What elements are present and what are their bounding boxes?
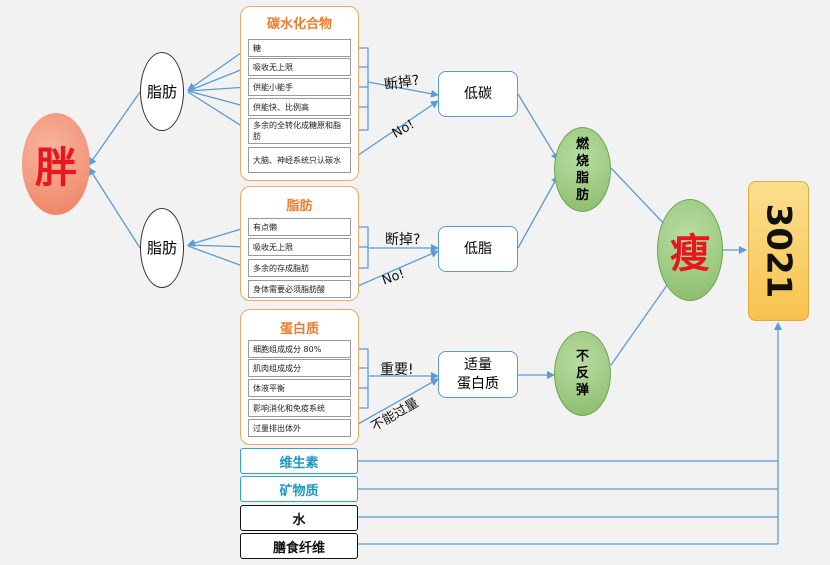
cut-label-fat: 断掉? [385, 232, 421, 248]
result-text-wrap: 3021 [748, 181, 809, 321]
mineral-box: 矿物质 [240, 476, 358, 502]
lipid-item: 有点懒 [248, 218, 351, 236]
carb-item: 供能快、比例高 [248, 98, 351, 116]
lipid-item: 身体需要必须脂肪酸 [248, 280, 351, 298]
low-fat-label: 低脂 [464, 240, 492, 257]
no-rebound-node: 不反弹 [554, 331, 611, 416]
result-node [748, 181, 809, 321]
fiber-box: 膳食纤维 [240, 533, 358, 559]
thin-node: 瘦 [657, 199, 723, 301]
low-carb-node: 低碳 [438, 71, 518, 117]
lipid-item: 吸收无上限 [248, 238, 351, 256]
carb-item: 供能小能手 [248, 78, 351, 96]
protein-item: 体液平衡 [248, 379, 351, 397]
fat-source-label-top: 脂肪 [146, 82, 177, 101]
fiber-label: 膳食纤维 [272, 540, 325, 556]
fat-label: 胖 [34, 142, 77, 192]
protein-title: 蛋白质 [279, 322, 319, 337]
lipid-item: 多余的存成脂肪 [248, 259, 351, 277]
carb-item: 大脑、神经系统只认碳水 [248, 147, 351, 173]
thin-label: 瘦 [670, 231, 710, 277]
lipid-title: 脂肪 [286, 199, 313, 214]
vitamin-label: 维生素 [279, 455, 319, 471]
fat-source-oval-bottom: 脂肪 [140, 208, 184, 288]
burn-fat-node: 燃烧脂肪 [554, 127, 611, 212]
low-fat-node: 低脂 [438, 226, 518, 272]
protein-item: 影响消化和免疫系统 [248, 399, 351, 417]
protein-item: 细胞组成成分 80% [248, 340, 351, 358]
fat-node: 胖 [22, 113, 90, 215]
fat-source-oval-top: 脂肪 [140, 52, 184, 131]
carb-item: 多余的全转化成糖原和脂肪 [248, 118, 351, 144]
carb-item: 吸收无上限 [248, 58, 351, 76]
water-box: 水 [240, 505, 358, 531]
no-rebound-label: 不反弹 [575, 349, 589, 398]
protein-node-label: 适量 蛋白质 [457, 356, 499, 392]
protein-node: 适量 蛋白质 [438, 351, 518, 398]
mineral-label: 矿物质 [279, 483, 319, 499]
result-label: 3021 [758, 203, 799, 299]
important-label: 重要! [380, 362, 414, 378]
carb-title: 碳水化合物 [266, 17, 332, 32]
low-carb-label: 低碳 [464, 85, 492, 102]
protein-item: 肌肉组成成分 [248, 359, 351, 377]
burn-fat-label: 燃烧脂肪 [575, 136, 589, 203]
carb-item: 糖 [248, 39, 351, 57]
vitamin-box: 维生素 [240, 448, 358, 474]
water-label: 水 [292, 512, 306, 528]
protein-item: 过量排出体外 [248, 419, 351, 437]
fat-source-label-bottom: 脂肪 [146, 239, 177, 257]
